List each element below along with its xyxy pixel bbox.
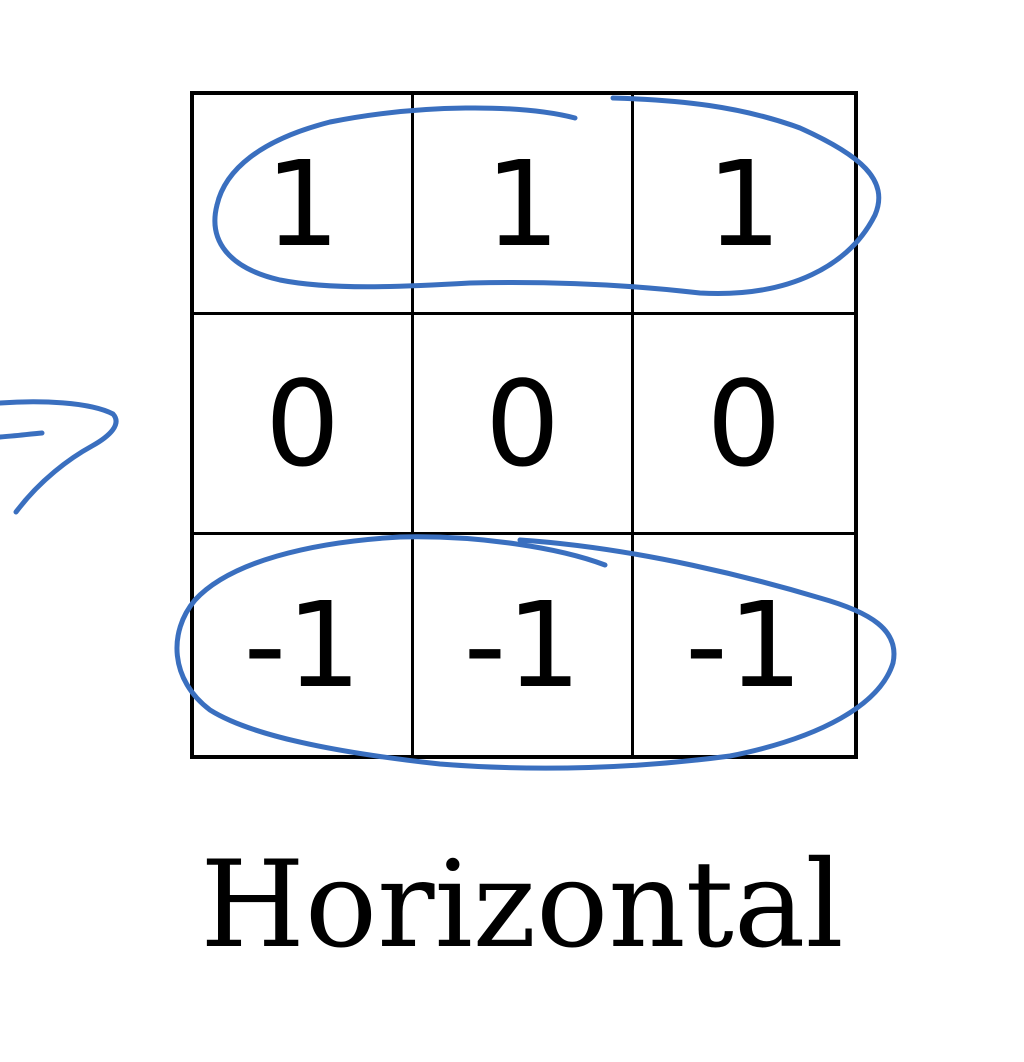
arrow-annotation bbox=[0, 399, 119, 515]
kernel-cell: 1 bbox=[194, 95, 414, 315]
kernel-cell: -1 bbox=[685, 576, 803, 714]
kernel-caption: Horizontal bbox=[200, 836, 844, 975]
kernel-cell: -1 bbox=[414, 535, 634, 755]
kernel-cell: 0 bbox=[414, 315, 634, 535]
kernel-cell: 1 bbox=[414, 95, 634, 315]
kernel-matrix: 1 1 1 0 0 0 -1 -1 -1 bbox=[190, 91, 858, 759]
kernel-cell: 0 bbox=[194, 315, 414, 535]
kernel-cell: -1 bbox=[194, 535, 414, 755]
kernel-cell: 0 bbox=[634, 315, 854, 535]
kernel-cell: 1 bbox=[634, 95, 854, 315]
